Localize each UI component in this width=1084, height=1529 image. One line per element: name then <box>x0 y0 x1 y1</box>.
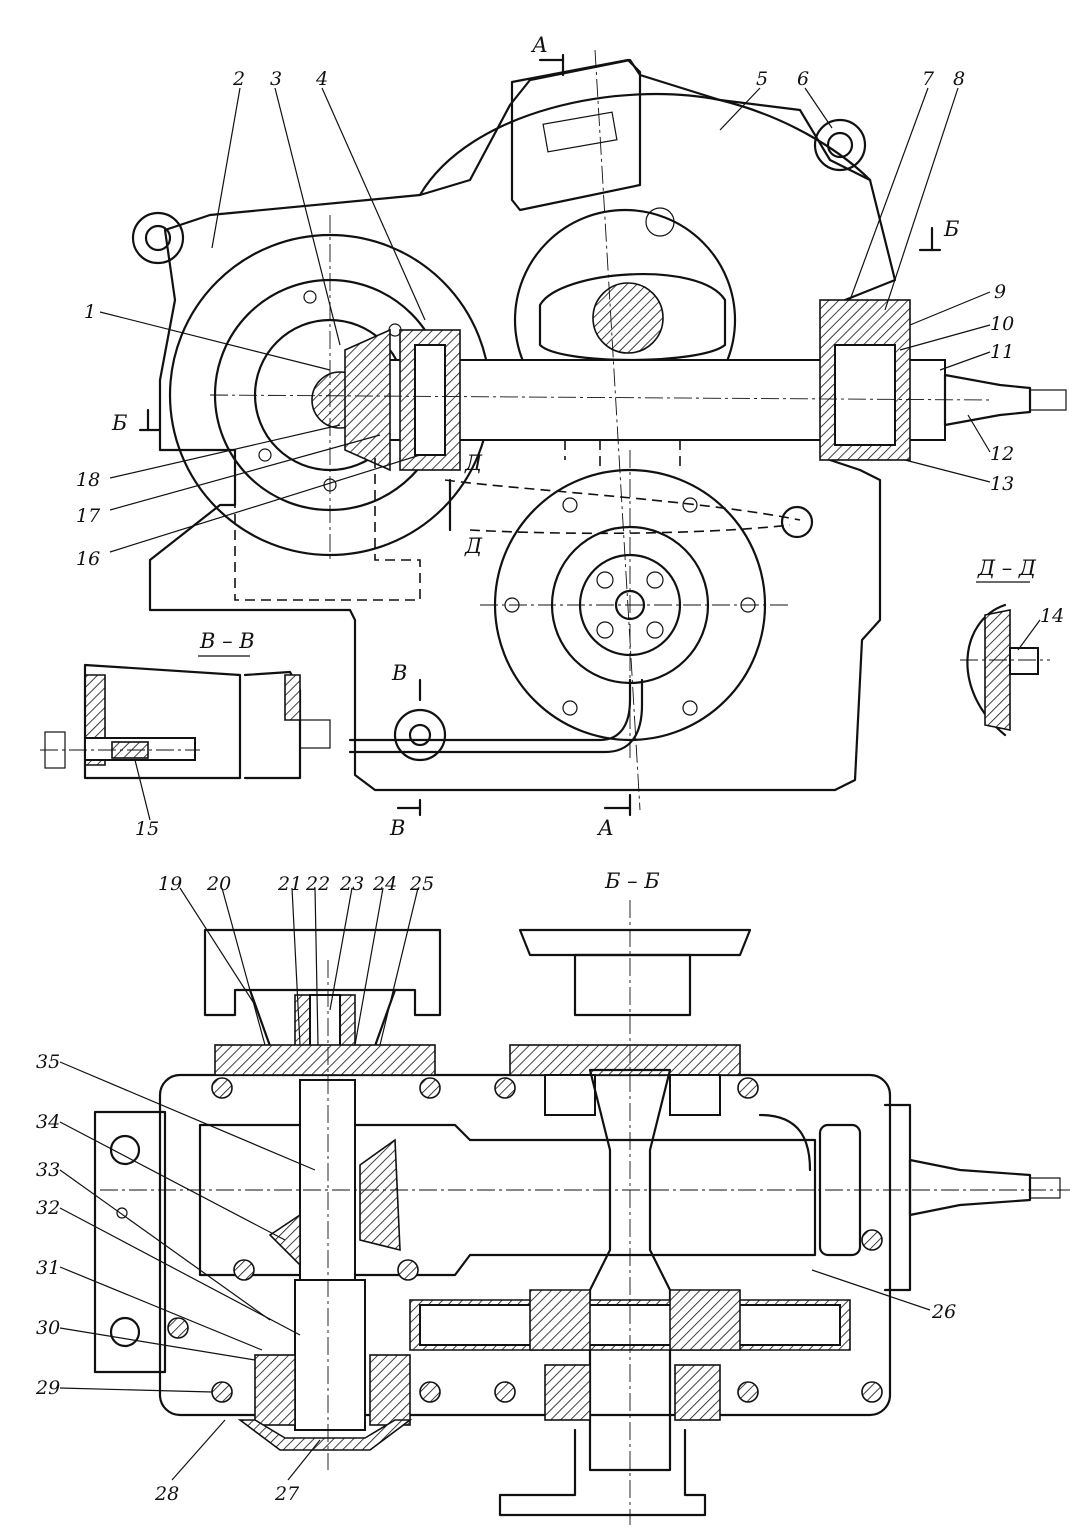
side-elevation-view <box>131 49 1067 811</box>
section-dd-detail: Д – Д <box>960 556 1050 737</box>
callout-3: 3 <box>270 68 282 90</box>
section-mark-d: Д Д <box>448 451 483 558</box>
callout-16: 16 <box>76 548 100 570</box>
callout-21: 21 <box>277 873 302 895</box>
callout-2: 2 <box>232 68 245 90</box>
section-vv-title: В – В <box>199 629 255 653</box>
callout-7: 7 <box>922 68 935 90</box>
section-d-label-upper: Д <box>464 451 483 475</box>
callout-labels-top: 1 2 3 4 5 6 7 8 9 10 11 12 13 14 15 16 1… <box>76 68 1064 840</box>
callout-11: 11 <box>990 341 1014 363</box>
callout-14: 14 <box>1040 605 1064 627</box>
section-mark-b-left: Б <box>111 408 162 435</box>
callout-13: 13 <box>990 473 1014 495</box>
callout-8: 8 <box>953 68 965 90</box>
section-a-label-top: А <box>530 33 548 57</box>
section-mark-a-bottom: А <box>596 793 632 840</box>
callout-28: 28 <box>154 1483 179 1505</box>
section-a-label-bottom: А <box>596 816 614 840</box>
callout-32: 32 <box>36 1197 60 1219</box>
callout-25: 25 <box>409 873 434 895</box>
callout-15: 15 <box>135 818 159 840</box>
callout-18: 18 <box>76 469 100 491</box>
section-v-label-lower: В <box>389 816 405 840</box>
callout-5: 5 <box>756 68 768 90</box>
callout-20: 20 <box>206 873 231 895</box>
section-mark-a-top: А <box>530 33 565 77</box>
section-mark-b-right: Б <box>918 217 959 252</box>
callout-34: 34 <box>36 1111 60 1133</box>
section-b-label-left: Б <box>111 411 127 435</box>
callout-33: 33 <box>36 1159 60 1181</box>
callout-12: 12 <box>990 443 1014 465</box>
callout-29: 29 <box>35 1377 60 1399</box>
callout-labels-bottom: 19 20 21 22 23 24 25 26 27 28 29 30 31 3… <box>35 873 956 1505</box>
callout-35: 35 <box>36 1051 60 1073</box>
section-dd-title: Д – Д <box>977 556 1037 580</box>
callout-24: 24 <box>372 873 397 895</box>
section-vv-detail: В – В <box>40 629 331 780</box>
callout-leaders <box>59 87 1041 1481</box>
callout-19: 19 <box>158 873 182 895</box>
callout-6: 6 <box>797 68 809 90</box>
callout-31: 31 <box>36 1257 60 1279</box>
callout-4: 4 <box>315 68 328 90</box>
callout-10: 10 <box>990 313 1014 335</box>
section-mark-v: В В <box>389 661 422 840</box>
section-bb-title: Б – Б <box>604 869 660 893</box>
callout-26: 26 <box>931 1301 956 1323</box>
callout-22: 22 <box>305 873 330 895</box>
callout-1: 1 <box>84 301 96 323</box>
plan-section-view: Б – Б <box>93 869 1070 1525</box>
callout-23: 23 <box>339 873 364 895</box>
section-b-label-right: Б <box>943 217 959 241</box>
callout-9: 9 <box>994 281 1006 303</box>
section-v-label-upper: В <box>391 661 407 685</box>
callout-30: 30 <box>36 1317 60 1339</box>
section-d-label-lower: Д <box>464 534 483 558</box>
callout-27: 27 <box>274 1483 300 1505</box>
callout-17: 17 <box>76 505 101 527</box>
